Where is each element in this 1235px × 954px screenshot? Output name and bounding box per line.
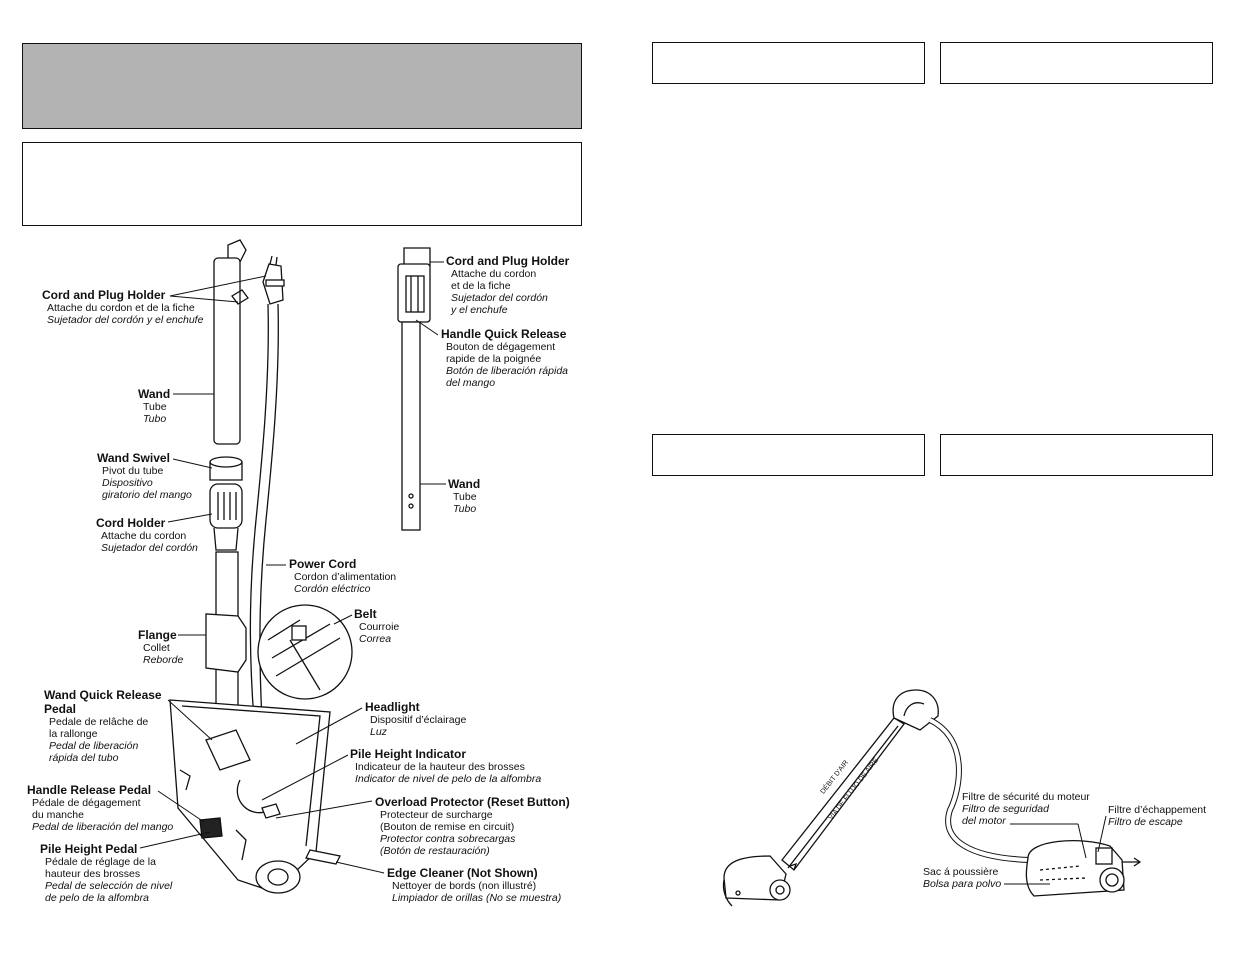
label-wand-quick-release: Wand Quick Release Pedal Pedale de relâc… <box>44 688 162 764</box>
label-headlight: Headlight Dispositif d’éclairage Luz <box>365 700 467 738</box>
label-edge-cleaner: Edge Cleaner (Not Shown) Nettoyer de bor… <box>387 866 562 904</box>
label-wand-left: Wand Tube Tubo <box>138 387 171 425</box>
right-wand-drawing <box>397 247 431 531</box>
flange-drawing <box>205 613 247 673</box>
label-flange: Flange Collet Reborde <box>138 628 184 666</box>
airflow-drawing <box>722 689 1142 907</box>
label-cord-holder: Cord Holder Attache du cordon Sujetador … <box>96 516 198 554</box>
label-motor-filter: Filtre de sécurité du moteur Filtro de s… <box>962 791 1090 827</box>
title-banner <box>22 43 582 129</box>
header-box-4 <box>940 434 1213 476</box>
belt-inset <box>257 604 353 700</box>
header-box-2 <box>940 42 1213 84</box>
power-cord-line <box>249 303 269 721</box>
label-pile-height-pedal: Pile Height Pedal Pédale de réglage de l… <box>40 842 173 904</box>
left-wand-drawing <box>213 239 285 445</box>
label-exhaust-filter: Filtre d’échappement Filtro de escape <box>1108 804 1207 828</box>
label-cord-plug-holder-right: Cord and Plug Holder Attache du cordon e… <box>446 254 570 316</box>
header-box-3 <box>652 434 925 476</box>
wand-swivel-drawing <box>209 456 243 551</box>
label-power-cord: Power Cord Cordon d’alimentation Cordón … <box>289 557 397 595</box>
label-handle-release-pedal: Handle Release Pedal Pédale de dégagemen… <box>27 783 174 833</box>
header-box-1 <box>652 42 925 84</box>
label-wand-right: Wand Tube Tubo <box>448 477 481 515</box>
label-cord-plug-holder-left: Cord and Plug Holder Attache du cordon e… <box>42 288 204 326</box>
label-pile-height-indicator: Pile Height Indicator Indicateur de la h… <box>350 747 542 785</box>
label-handle-quick-release: Handle Quick Release Bouton de dégagemen… <box>441 327 569 389</box>
label-belt: Belt Courroie Correa <box>354 607 400 645</box>
label-overload-protector: Overload Protector (Reset Button) Protec… <box>375 795 570 857</box>
label-dust-bag: Sac á poussière Bolsa para polvo <box>923 866 1002 890</box>
nozzle-base-drawing <box>169 699 341 894</box>
intro-box <box>22 142 582 226</box>
label-wand-swivel: Wand Swivel Pivot du tube Dispositivo gi… <box>97 451 192 501</box>
